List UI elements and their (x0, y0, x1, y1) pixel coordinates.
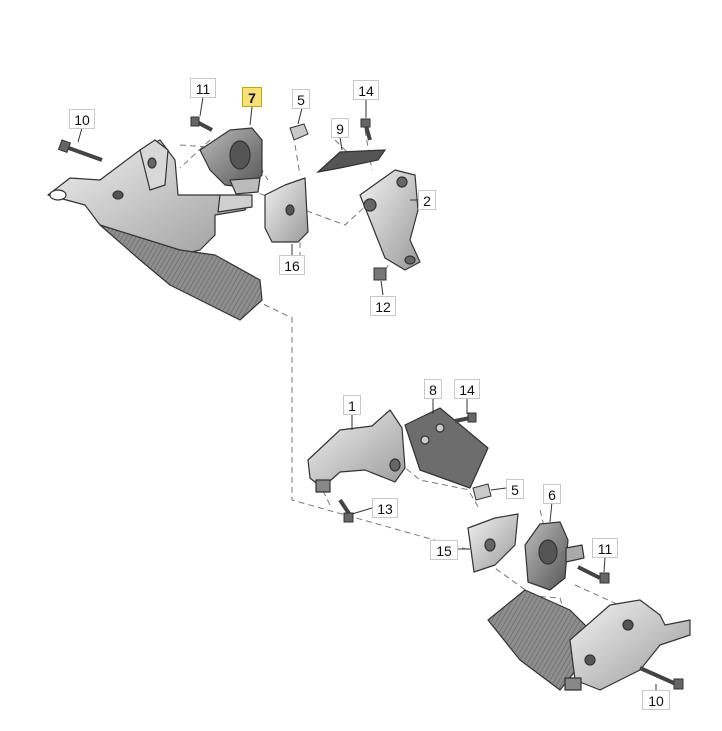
bottom-bolt-13 (338, 498, 354, 523)
top-engine-mount-7 (199, 127, 263, 195)
bottom-clip-5 (472, 483, 492, 501)
bottom-engine-mount-6 (524, 521, 585, 591)
callout-1[interactable]: 1 (343, 395, 361, 415)
callout-5-top[interactable]: 5 (292, 89, 310, 109)
bottom-subframe (487, 589, 691, 691)
bottom-bolt-11 (577, 565, 610, 584)
callout-11-bottom[interactable]: 11 (592, 538, 618, 558)
top-bracket-2 (359, 169, 421, 271)
top-bolt-14 (360, 118, 372, 141)
callout-10-bottom[interactable]: 10 (642, 690, 670, 710)
bottom-heat-shield-8 (404, 407, 489, 489)
leader-lines (77, 96, 657, 690)
callout-12[interactable]: 12 (370, 296, 396, 316)
callout-11-top[interactable]: 11 (190, 78, 216, 98)
top-heat-shield-9 (316, 149, 387, 173)
callout-16[interactable]: 16 (279, 255, 305, 275)
top-subframe (47, 139, 263, 321)
top-bolt-12 (373, 267, 387, 281)
callout-14-bottom[interactable]: 14 (454, 379, 480, 399)
callout-9[interactable]: 9 (331, 118, 349, 138)
callout-13[interactable]: 13 (372, 498, 398, 518)
top-clip-5 (289, 123, 309, 141)
top-bolt-10 (57, 139, 103, 162)
bottom-bolt-10 (639, 666, 684, 690)
callout-7-top-highlighted[interactable]: 7 (242, 87, 262, 107)
callout-6[interactable]: 6 (543, 484, 561, 504)
top-bolt-11 (190, 116, 213, 132)
top-bracket-16 (264, 177, 309, 243)
bottom-bolt-14 (454, 412, 477, 423)
callout-2[interactable]: 2 (418, 190, 436, 210)
callout-15[interactable]: 15 (430, 540, 458, 560)
callout-14-top[interactable]: 14 (353, 80, 379, 100)
callout-5-bottom[interactable]: 5 (506, 479, 524, 499)
bottom-bracket-1 (307, 409, 406, 493)
bottom-bracket-15 (467, 513, 519, 573)
callout-10-top[interactable]: 10 (69, 109, 95, 129)
callout-8[interactable]: 8 (424, 379, 442, 399)
